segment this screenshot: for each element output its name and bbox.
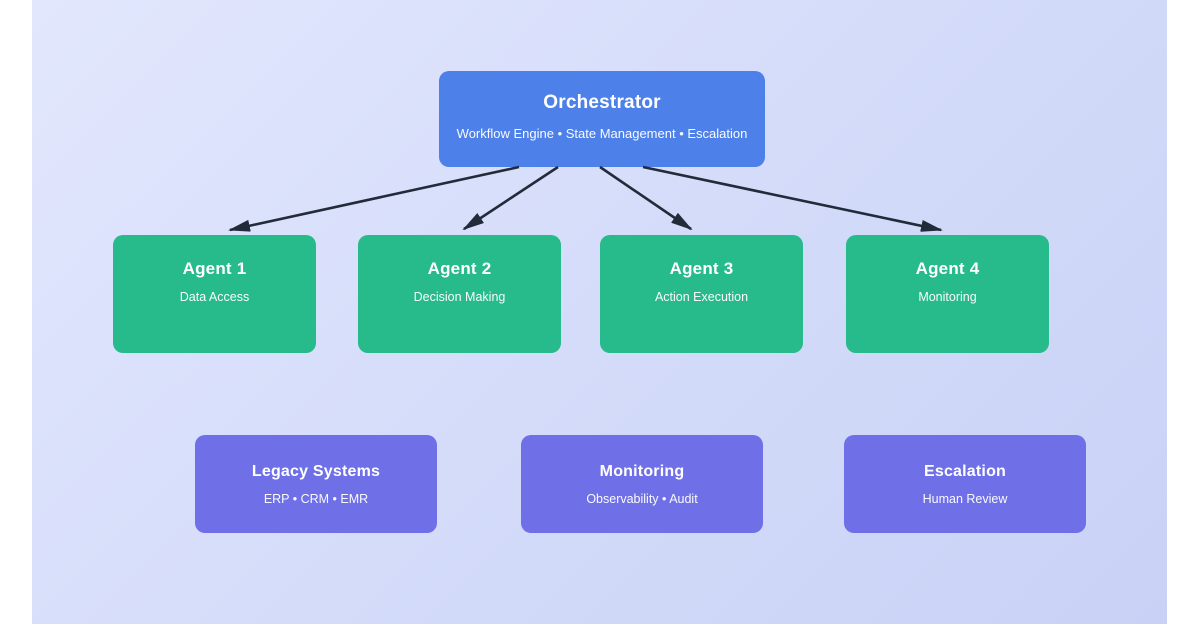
orchestrator-title: Orchestrator [543,92,661,113]
agent-1-title: Agent 1 [182,259,247,278]
escalation-node: Escalation Human Review [844,435,1086,533]
agent-2-node: Agent 2 Decision Making [358,235,561,353]
diagram-canvas: Orchestrator Workflow Engine • State Man… [32,0,1167,624]
agent-1-node: Agent 1 Data Access [113,235,316,353]
agent-4-subtitle: Monitoring [918,290,977,304]
legacy-systems-node: Legacy Systems ERP • CRM • EMR [195,435,437,533]
legacy-systems-title: Legacy Systems [251,463,381,480]
agent-3-title: Agent 3 [669,259,734,278]
agent-3-subtitle: Action Execution [654,290,749,304]
agent-2-title: Agent 2 [427,259,492,278]
monitoring-subtitle: Observability • Audit [586,492,698,506]
escalation-subtitle: Human Review [922,492,1008,506]
monitoring-node: Monitoring Observability • Audit [521,435,763,533]
agent-1-subtitle: Data Access [179,290,250,304]
monitoring-title: Monitoring [599,463,685,480]
escalation-title: Escalation [923,463,1007,480]
orchestrator-node: Orchestrator Workflow Engine • State Man… [439,71,765,167]
agent-2-subtitle: Decision Making [413,290,506,304]
agent-3-node: Agent 3 Action Execution [600,235,803,353]
legacy-systems-subtitle: ERP • CRM • EMR [263,492,369,506]
agent-4-title: Agent 4 [915,259,980,278]
orchestrator-subtitle: Workflow Engine • State Management • Esc… [456,126,748,141]
agent-4-node: Agent 4 Monitoring [846,235,1049,353]
